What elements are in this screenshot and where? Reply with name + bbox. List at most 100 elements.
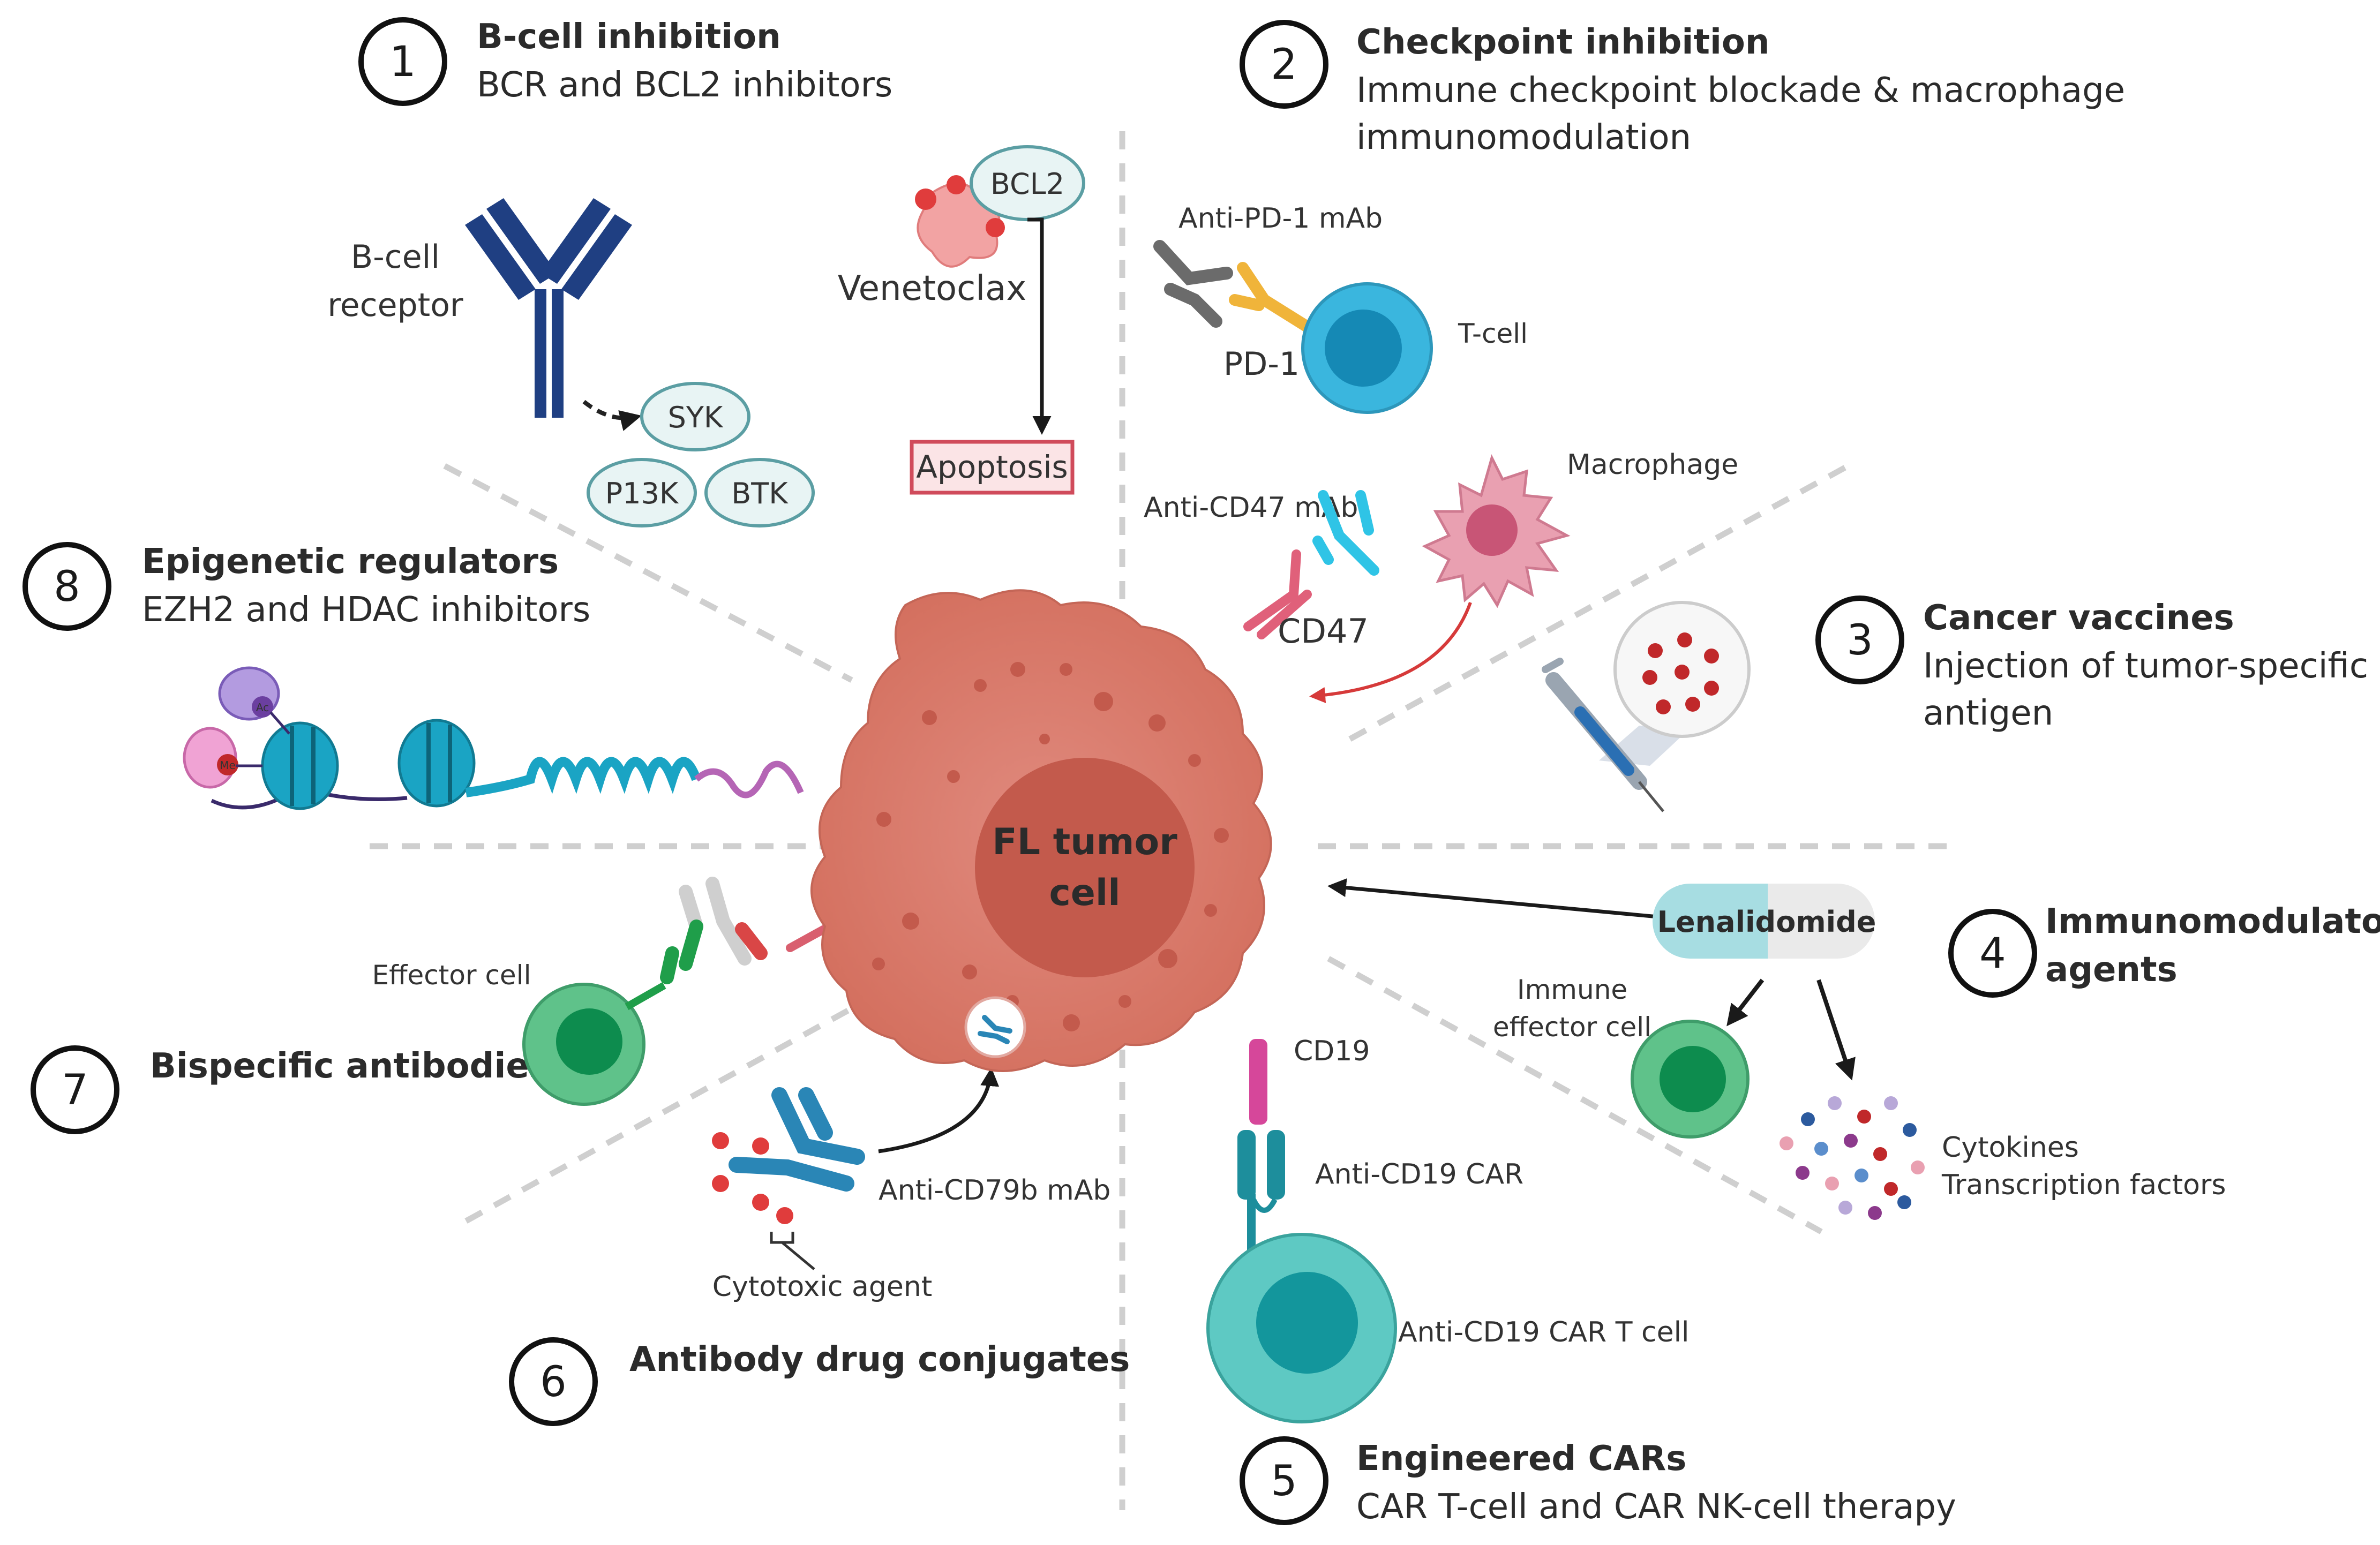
section-4-header: 4 Immunomodulatory agents xyxy=(1948,902,2380,998)
section-7-number-circle xyxy=(31,1045,119,1134)
lenalidomide-cytokine-arrow xyxy=(1816,979,1856,1081)
section-8-title: Epigenetic regulators xyxy=(142,542,559,582)
pi3k-bubble xyxy=(587,458,697,527)
section-3-header: 3 Cancer vaccines Injection of tumor-spe… xyxy=(1815,596,2368,733)
section-7-number: 7 xyxy=(62,1066,88,1114)
section-8-header: 8 Epigenetic regulators EZH2 and HDAC in… xyxy=(22,542,590,631)
section-4-number-circle xyxy=(1948,909,2037,998)
section-3-subtitle-line2: antigen xyxy=(1923,694,2053,733)
syringe-icon xyxy=(1542,658,1664,812)
section-1-subtitle: BCR and BCL2 inhibitors xyxy=(477,65,892,105)
chromatin-coil xyxy=(465,757,701,797)
anti-cd47-antibody-icon xyxy=(1312,490,1379,576)
section-5-number-circle xyxy=(1240,1436,1328,1525)
syk-bubble xyxy=(640,382,750,451)
section-8-subtitle: EZH2 and HDAC inhibitors xyxy=(142,590,590,630)
syk-label: SYK xyxy=(668,401,724,434)
b-cell-receptor-icon xyxy=(465,198,632,418)
section-2-title: Checkpoint inhibition xyxy=(1356,22,1769,62)
bcr-syk-arrow xyxy=(582,400,642,431)
section-5-subtitle: CAR T-cell and CAR NK-cell therapy xyxy=(1356,1487,1956,1527)
bcl2-label: BCL2 xyxy=(990,167,1064,201)
adc-tumor-arrow xyxy=(878,1067,1000,1154)
adc-illustration: Anti-CD79b mAb Cytotoxic agent xyxy=(712,1067,1110,1303)
bispecific-antibody-icon xyxy=(660,877,768,984)
tumor-cell-label-line2: cell xyxy=(1049,872,1120,914)
vaccine-illustration xyxy=(1542,601,1751,812)
section-7-header: 7 Bispecific antibodies xyxy=(31,1045,550,1134)
cytotoxic-payload-icons xyxy=(712,1132,793,1224)
section-6-header: 6 Antibody drug conjugates xyxy=(509,1337,1130,1426)
me-mark-icon xyxy=(217,754,238,775)
macrophage-nucleus-icon xyxy=(1466,504,1518,556)
bcl2-apoptosis-arrow xyxy=(1027,217,1052,435)
section-3-subtitle-line1: Injection of tumor-specific xyxy=(1923,646,2368,686)
anti-pd1-label: Anti-PD-1 mAb xyxy=(1178,202,1383,235)
pd1-label: PD-1 xyxy=(1223,345,1300,383)
btk-bubble xyxy=(704,458,815,527)
nucleosome-bands xyxy=(290,723,452,806)
section-3-title: Cancer vaccines xyxy=(1923,598,2234,638)
me-label: Me xyxy=(220,759,236,772)
cd19-label: CD19 xyxy=(1294,1035,1370,1067)
section-2-header: 2 Checkpoint inhibition Immune checkpoin… xyxy=(1240,20,2125,157)
cd47-illustration: Anti-CD47 mAb CD47 Macrophage xyxy=(1144,449,1738,703)
venetoclax-dot-2 xyxy=(947,175,966,194)
anti-cd19-car-link xyxy=(1251,1198,1278,1213)
section-4-number: 4 xyxy=(1979,930,2006,978)
tcell-nucleus-icon xyxy=(1325,310,1402,387)
venetoclax-dot-3 xyxy=(986,218,1005,237)
bispecific-effector-link xyxy=(625,982,666,1011)
section-3-number-circle xyxy=(1815,596,1904,684)
effector-cell-label: Effector cell xyxy=(372,960,531,991)
ac-link xyxy=(269,711,290,735)
pi3k-label: P13K xyxy=(605,477,679,510)
section-1-header: 1 B-cell inhibition BCR and BCL2 inhibit… xyxy=(358,17,892,106)
lenalidomide-illustration: Lenalidomide Immune effector cell Cytok xyxy=(1327,878,2226,1220)
section-5-number: 5 xyxy=(1271,1457,1297,1505)
tumor-cell-nucleus xyxy=(975,758,1195,977)
dna-tail xyxy=(694,760,804,798)
lenalidomide-pill-icon xyxy=(1653,884,1875,959)
bcr-label-line2: receptor xyxy=(327,287,463,324)
anti-pd1-antibody-icon xyxy=(1153,240,1233,328)
cd47-receptor-icon xyxy=(1243,549,1312,639)
anti-cd19-car-label: Anti-CD19 CAR xyxy=(1315,1158,1523,1190)
internalized-adc-icon xyxy=(978,1015,1012,1044)
car-tcell-nucleus-icon xyxy=(1256,1272,1358,1374)
venetoclax-illustration: BCL2 Venetoclax Apoptosis xyxy=(838,145,1085,495)
pd1-illustration: Anti-PD-1 mAb PD-1 T-cell xyxy=(1153,202,1528,414)
lenalidomide-label: Lenalidomide xyxy=(1657,905,1876,939)
cytokines-label: Cytokines xyxy=(1942,1132,2079,1164)
fl-tumor-cell: FL tumor cell xyxy=(810,589,1272,1072)
macrophage-label: Macrophage xyxy=(1567,449,1738,481)
nucleosome-icons xyxy=(261,719,476,810)
macrophage-tumor-arrow xyxy=(1309,601,1472,703)
venetoclax-label: Venetoclax xyxy=(838,269,1026,308)
section-7-title: Bispecific antibodies xyxy=(150,1046,550,1086)
section-1-number: 1 xyxy=(389,38,416,86)
lenalidomide-arrow xyxy=(1327,878,1658,919)
section-2-number: 2 xyxy=(1271,41,1297,89)
section-2-subtitle-line1: Immune checkpoint blockade & macrophage xyxy=(1356,71,2125,110)
btk-label: BTK xyxy=(731,477,789,510)
section-1-title: B-cell inhibition xyxy=(477,17,781,57)
lenalidomide-effector-arrow xyxy=(1726,978,1765,1027)
car-t-illustration: CD19 Anti-CD19 CAR Anti-CD19 CAR T cell xyxy=(1206,1035,1690,1423)
bcr-label-line1: B-cell xyxy=(351,238,440,276)
anti-cd79b-antibody-icon xyxy=(729,1087,865,1192)
bcr-illustration: B-cell receptor SYK P13K BTK xyxy=(327,198,815,527)
tumor-cell-granules xyxy=(872,662,1229,1031)
section-4-title-line2: agents xyxy=(2045,950,2178,990)
section-5-title: Engineered CARs xyxy=(1356,1439,1686,1479)
anti-cd19-car-icon xyxy=(1237,1130,1285,1258)
bispecific-illustration: Effector cell xyxy=(372,877,872,1106)
apoptosis-box xyxy=(910,440,1075,495)
section-8-number: 8 xyxy=(54,563,80,611)
apoptosis-label: Apoptosis xyxy=(916,449,1068,485)
anti-cd79b-label: Anti-CD79b mAb xyxy=(879,1174,1110,1207)
tumor-cell-label-line1: FL tumor xyxy=(992,821,1177,863)
cytokine-dots xyxy=(1780,1096,1925,1220)
cytotoxic-agent-bracket xyxy=(770,1232,815,1270)
